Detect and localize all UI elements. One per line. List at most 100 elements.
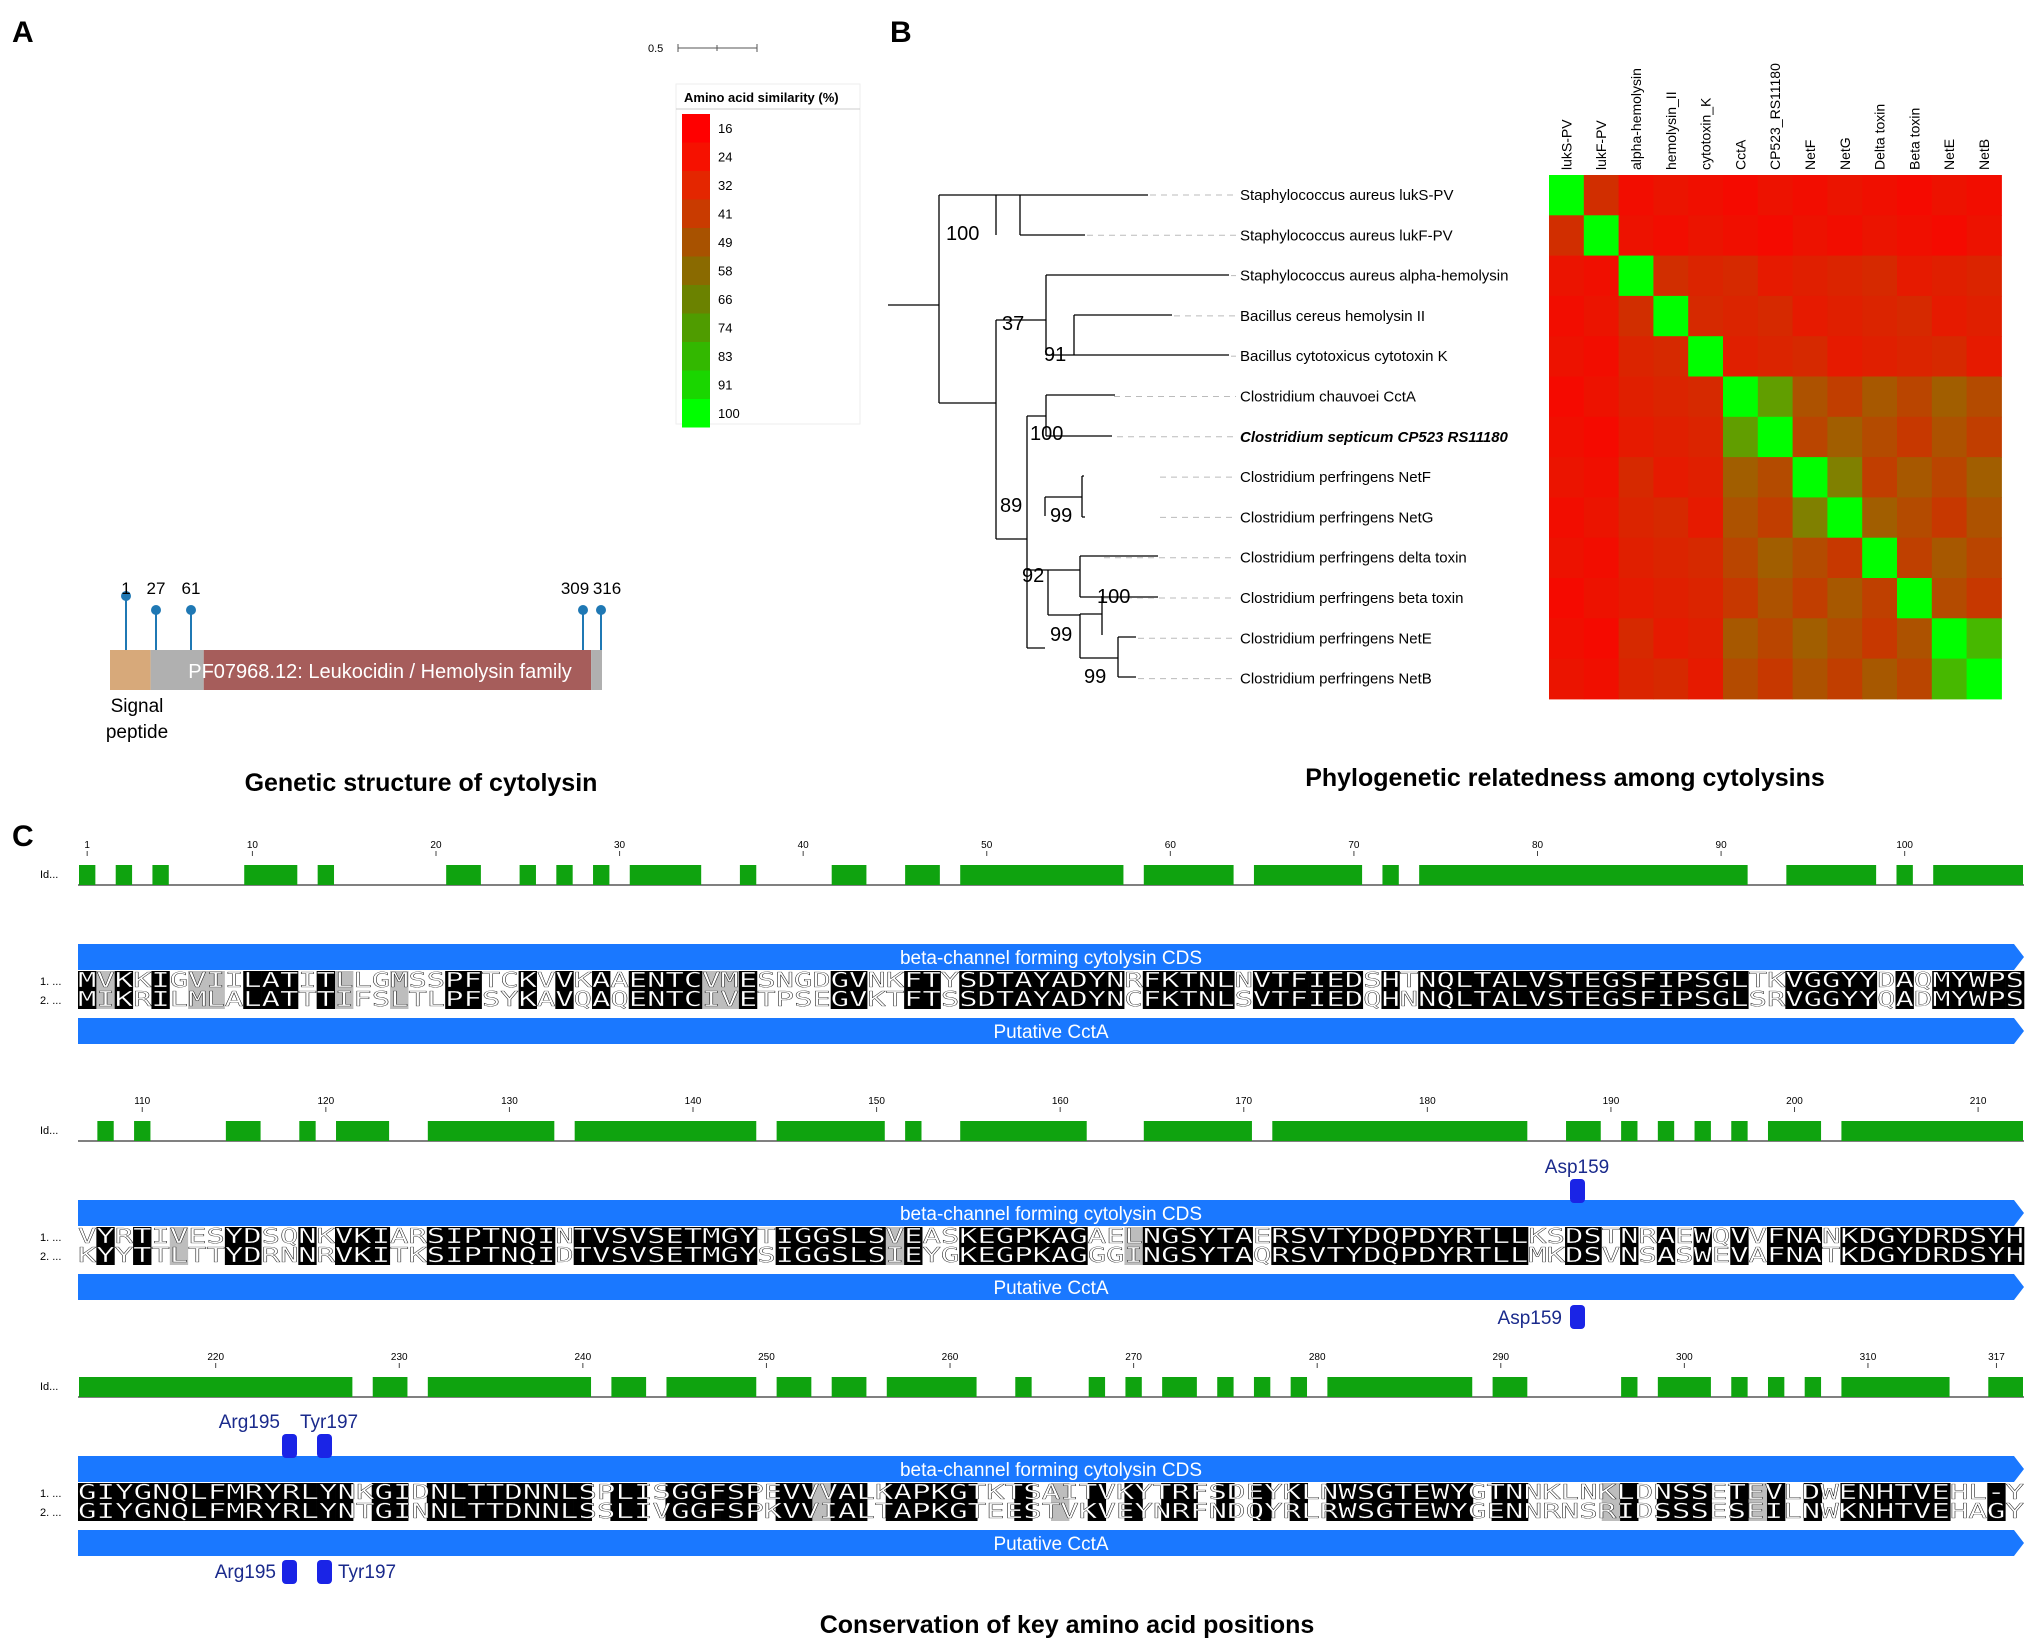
identity-bar	[1621, 1121, 1638, 1141]
residue-cell	[1620, 1502, 1639, 1521]
residue-cell	[1289, 1227, 1309, 1246]
residue-cell	[169, 1246, 189, 1265]
residue-cell	[867, 990, 887, 1009]
residue-cell	[1142, 990, 1162, 1009]
residue-cell	[592, 990, 611, 1009]
heatmap-cell	[1549, 658, 1585, 700]
residue-cell	[775, 1246, 795, 1265]
identity-bar	[776, 1121, 885, 1141]
identity-label: Id...	[40, 1125, 58, 1137]
residue-cell	[408, 1246, 428, 1265]
legend-value: 16	[718, 121, 732, 136]
residue-cell	[408, 1502, 428, 1521]
heatmap-cell	[1897, 537, 1933, 579]
residue-cell	[1675, 1227, 1694, 1246]
heatmap-cell	[1931, 336, 1968, 377]
heatmap-cell	[1931, 497, 1968, 539]
heatmap-cell	[1618, 255, 1654, 297]
residue-cell	[555, 1246, 574, 1265]
residue-cell	[481, 1483, 501, 1502]
residue-cell	[316, 971, 336, 990]
residue-cell	[1528, 1502, 1547, 1521]
identity-bar	[519, 865, 536, 885]
residue-cell	[1877, 990, 1896, 1009]
position-label: 316	[593, 579, 621, 598]
residue-cell	[1142, 971, 1162, 990]
residue-cell	[1142, 1246, 1162, 1265]
identity-bar	[611, 1377, 647, 1397]
identity-bar	[1767, 1121, 1822, 1141]
heatmap-cell	[1862, 416, 1898, 458]
residue-cell	[1436, 1502, 1456, 1521]
residue-cell	[977, 971, 997, 990]
residue-cell	[1638, 1483, 1658, 1502]
heatmap-cell	[1931, 215, 1968, 257]
identity-bar	[446, 865, 481, 885]
residue-cell	[555, 1502, 574, 1521]
residue-cell	[371, 990, 391, 1009]
residue-cell	[279, 1227, 299, 1246]
residue-cell	[1051, 1227, 1070, 1246]
residue-cell	[1418, 1246, 1437, 1265]
sequence-row-label: 1. ...	[40, 976, 61, 988]
residue-cell	[1491, 1483, 1511, 1502]
residue-cell	[1803, 971, 1823, 990]
residue-cell	[1491, 971, 1511, 990]
residue-cell	[1858, 1246, 1878, 1265]
residue-cell	[1840, 1246, 1860, 1265]
residue-cell	[224, 971, 244, 990]
residue-cell	[463, 990, 483, 1009]
heatmap-cell	[1653, 658, 1689, 700]
residue-cell	[1822, 990, 1841, 1009]
heatmap-cell	[1757, 336, 1794, 377]
residue-cell	[1656, 1227, 1676, 1246]
heatmap-cell	[1792, 537, 1828, 579]
heatmap-cell	[1653, 537, 1689, 579]
heatmap-cell	[1723, 457, 1759, 498]
residue-cell	[775, 1483, 795, 1502]
residue-cell	[1656, 1483, 1676, 1502]
residue-cell	[702, 1483, 721, 1502]
identity-bar	[372, 1377, 408, 1397]
residue-cell	[1968, 1483, 1988, 1502]
residue-cell	[849, 1246, 868, 1265]
identity-bar	[776, 1377, 812, 1397]
residue-cell	[793, 1502, 813, 1521]
residue-cell	[738, 1246, 758, 1265]
scale-bar-label: 0.5	[648, 43, 663, 55]
residue-cell	[720, 1246, 740, 1265]
heatmap-cell	[1862, 537, 1898, 579]
residue-cell	[885, 990, 905, 1009]
identity-bar	[1382, 865, 1399, 885]
residue-cell	[353, 971, 373, 990]
position-tick: 40	[798, 840, 810, 851]
residue-cell	[1858, 990, 1878, 1009]
residue-cell	[1344, 971, 1364, 990]
residue-cell	[1308, 1246, 1327, 1265]
heatmap-cell	[1931, 376, 1968, 418]
residue-cell	[1565, 1502, 1584, 1521]
heatmap-cell	[1723, 537, 1759, 579]
heatmap-column-label: cytotoxin_K	[1698, 97, 1714, 170]
residue-cell	[573, 1483, 593, 1502]
residue-cell	[1069, 990, 1089, 1009]
residue-cell	[1234, 1483, 1254, 1502]
legend-value: 91	[718, 378, 732, 393]
residue-cell	[1509, 1483, 1529, 1502]
residue-cell	[830, 990, 850, 1009]
heatmap-cell	[1827, 416, 1863, 458]
identity-bar	[556, 865, 573, 885]
residue-cell	[1436, 1483, 1456, 1502]
heatmap-cell	[1792, 578, 1828, 619]
residue-cell	[738, 971, 758, 990]
residue-cell	[1711, 1246, 1731, 1265]
residue-cell	[224, 1483, 244, 1502]
residue-cell	[977, 990, 997, 1009]
residue-cell	[1363, 1502, 1382, 1521]
residue-cell	[1363, 1483, 1382, 1502]
residue-cell	[151, 1502, 171, 1521]
residue-cell	[1473, 971, 1492, 990]
identity-bar	[1657, 1377, 1711, 1397]
heatmap-cell	[1723, 376, 1759, 418]
